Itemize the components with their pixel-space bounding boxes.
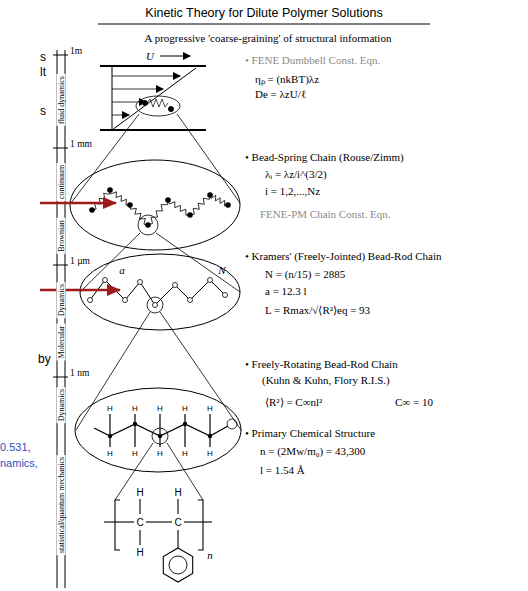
atom-h: H — [182, 449, 188, 458]
spring — [92, 190, 110, 210]
bead — [165, 197, 171, 203]
atom-h: H — [132, 449, 138, 458]
model-heading: (Kuhn & Kuhn, Flory R.I.S.) — [262, 374, 390, 386]
atom-h: H — [157, 449, 163, 458]
scale-region: Dynamics — [57, 282, 66, 318]
scale-tick: 1m — [70, 46, 82, 56]
atom-h: H — [207, 404, 213, 413]
bead — [145, 222, 151, 228]
spring — [148, 200, 168, 225]
repeat-index: n — [207, 549, 213, 561]
zoom-ellipse — [80, 254, 240, 330]
pointer-arrow — [40, 202, 116, 205]
atom-h: H — [174, 487, 181, 498]
scale-bar — [53, 50, 68, 588]
model-heading: • Bead-Spring Chain (Rouse/Zimm) — [245, 151, 404, 163]
scale-region: continuum — [57, 163, 66, 201]
title-rule — [98, 23, 430, 24]
bead-count-label: N — [218, 264, 225, 276]
cut-off-reference: namics, — [0, 457, 38, 469]
equation: a = 12.3 l — [265, 285, 307, 297]
spring — [190, 195, 210, 215]
atom-c: C — [174, 517, 181, 528]
atom-h: H — [207, 449, 213, 458]
bead — [207, 192, 213, 198]
zoom-ellipse — [70, 160, 240, 250]
cut-off-text: by — [38, 352, 51, 366]
scale-region: Molecular — [57, 324, 66, 361]
zoom-ellipse — [75, 388, 241, 472]
zoom-circle — [147, 297, 163, 313]
atom-h: H — [132, 404, 138, 413]
zoom-lines — [71, 114, 241, 500]
pointer-arrow — [40, 289, 120, 292]
atom-h: H — [107, 404, 113, 413]
equation: De = λzU/ℓ — [255, 88, 306, 100]
bead-spring-chain — [92, 190, 228, 225]
scale-region: statistical/quantum mechanics — [57, 455, 66, 555]
bead — [89, 207, 95, 213]
equation: ⟨R²⟩ = C∞nl² — [265, 396, 322, 409]
chemical-structure — [104, 499, 212, 582]
slide-title: Kinetic Theory for Dilute Polymer Soluti… — [145, 6, 382, 20]
model-heading: FENE-PM Chain Const. Eqn. — [260, 208, 390, 220]
scale-tick: 1 nm — [70, 368, 89, 378]
atom-h: H — [157, 404, 163, 413]
equation: N = (n/15) = 2885 — [265, 268, 345, 280]
cut-off-text: s — [40, 104, 46, 118]
equation: l = 1.54 Å — [260, 464, 305, 476]
zoom-circle — [152, 428, 168, 444]
scale-tick: 1 µm — [70, 256, 90, 266]
equation: C∞ = 10 — [395, 396, 433, 408]
carbon-backbone — [94, 414, 237, 447]
beads — [88, 278, 228, 308]
equation: λᵢ = λz/i^(3/2) — [265, 168, 327, 180]
cut-off-text: s — [40, 50, 46, 64]
model-heading: • Freely-Rotating Bead-Rod Chain — [245, 358, 398, 370]
model-heading: • FENE Dumbbell Const. Eqn. — [245, 54, 380, 66]
atom-h: H — [182, 404, 188, 413]
spring — [168, 200, 190, 215]
model-heading: • Kramers' (Freely-Jointed) Bead-Rod Cha… — [245, 250, 441, 262]
equation: ηₚ = (nkBT)λz — [255, 71, 319, 86]
bead — [127, 202, 133, 208]
model-heading: • Primary Chemical Structure — [245, 427, 375, 439]
velocity-label: U — [146, 50, 154, 62]
bead — [225, 202, 231, 208]
atom-h: H — [107, 449, 113, 458]
carbon-atoms — [108, 422, 212, 438]
scale-region: fluid dynamics — [57, 74, 66, 126]
scale-region: Brownian — [57, 218, 66, 254]
subtitle: A progressive 'coarse-graining' of struc… — [145, 32, 392, 44]
scale-region: Dynamics — [57, 387, 66, 423]
shear-flow — [100, 56, 206, 130]
bead — [187, 212, 193, 218]
equation: i = 1,2,...,Nz — [265, 185, 320, 197]
equation: n = (2Mw/m₀) = 43,300 — [260, 445, 365, 457]
cut-off-reference: 0.531, — [0, 441, 31, 453]
atom-h: H — [136, 547, 143, 558]
equation: L = Rmax/√⟨R²⟩eq = 93 — [265, 304, 370, 317]
atom-c: C — [136, 517, 143, 528]
cut-off-text: lt — [40, 65, 46, 79]
bead — [107, 187, 113, 193]
bead-rod-chain — [90, 280, 225, 305]
atom-h: H — [136, 487, 143, 498]
beads — [89, 187, 231, 228]
scale-tick: 1 mm — [70, 139, 92, 149]
rod-length-label: a — [119, 264, 125, 276]
zoom-circle — [138, 215, 158, 235]
